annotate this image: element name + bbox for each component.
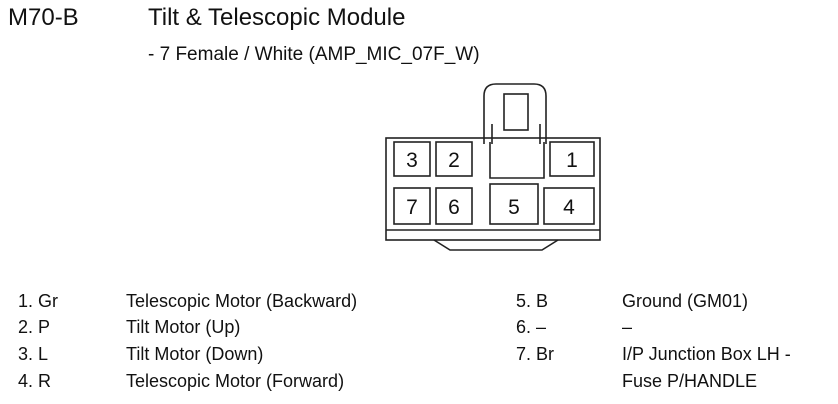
module-title: Tilt & Telescopic Module <box>148 4 406 31</box>
legend-desc: Telescopic Motor (Forward) <box>126 371 345 391</box>
legend-pin: 3. L <box>18 344 49 364</box>
pin-label-1: 1 <box>566 149 578 172</box>
legend-pin: 1. Gr <box>18 291 59 311</box>
pin-label-5: 5 <box>508 196 520 219</box>
pin-cavity-1 <box>549 141 595 177</box>
connector-latch <box>483 83 547 144</box>
legend-pin: 6. – <box>516 317 547 337</box>
legend-desc: Tilt Motor (Down) <box>126 344 264 364</box>
connector-face-diagram: 1 2 3 4 5 6 7 <box>385 83 601 251</box>
pin-cavity-6 <box>435 187 473 225</box>
pin-cavity-4 <box>543 187 595 225</box>
pin-label-3: 3 <box>406 149 418 172</box>
connector-code: M70-B <box>8 4 79 31</box>
pin-cavity-2 <box>435 141 473 177</box>
legend-desc: I/P Junction Box LH - <box>622 344 791 364</box>
legend-pin: 5. B <box>516 291 549 311</box>
connector-bottom-tab <box>433 239 559 251</box>
pin-cavity-3 <box>393 141 431 177</box>
connector-housing <box>385 137 601 241</box>
legend-desc: Tilt Motor (Up) <box>126 317 241 337</box>
legend-desc: Fuse P/HANDLE <box>622 371 758 391</box>
pin-label-6: 6 <box>448 196 460 219</box>
legend-pin: 4. R <box>18 371 52 391</box>
pin-cavity-7 <box>393 187 431 225</box>
center-key <box>489 142 545 179</box>
pin-cavity-5 <box>489 183 539 225</box>
latch-inner <box>503 93 529 131</box>
connector-spec: - 7 Female / White (AMP_MIC_07F_W) <box>148 44 480 65</box>
pin-label-2: 2 <box>448 149 460 172</box>
legend-pin: 7. Br <box>516 344 555 364</box>
pin-label-4: 4 <box>563 196 575 219</box>
legend-desc: – <box>622 317 633 337</box>
legend-desc: Telescopic Motor (Backward) <box>126 291 358 311</box>
legend-pin: 2. P <box>18 317 51 337</box>
pin-label-7: 7 <box>406 196 418 219</box>
legend-desc: Ground (GM01) <box>622 291 749 311</box>
